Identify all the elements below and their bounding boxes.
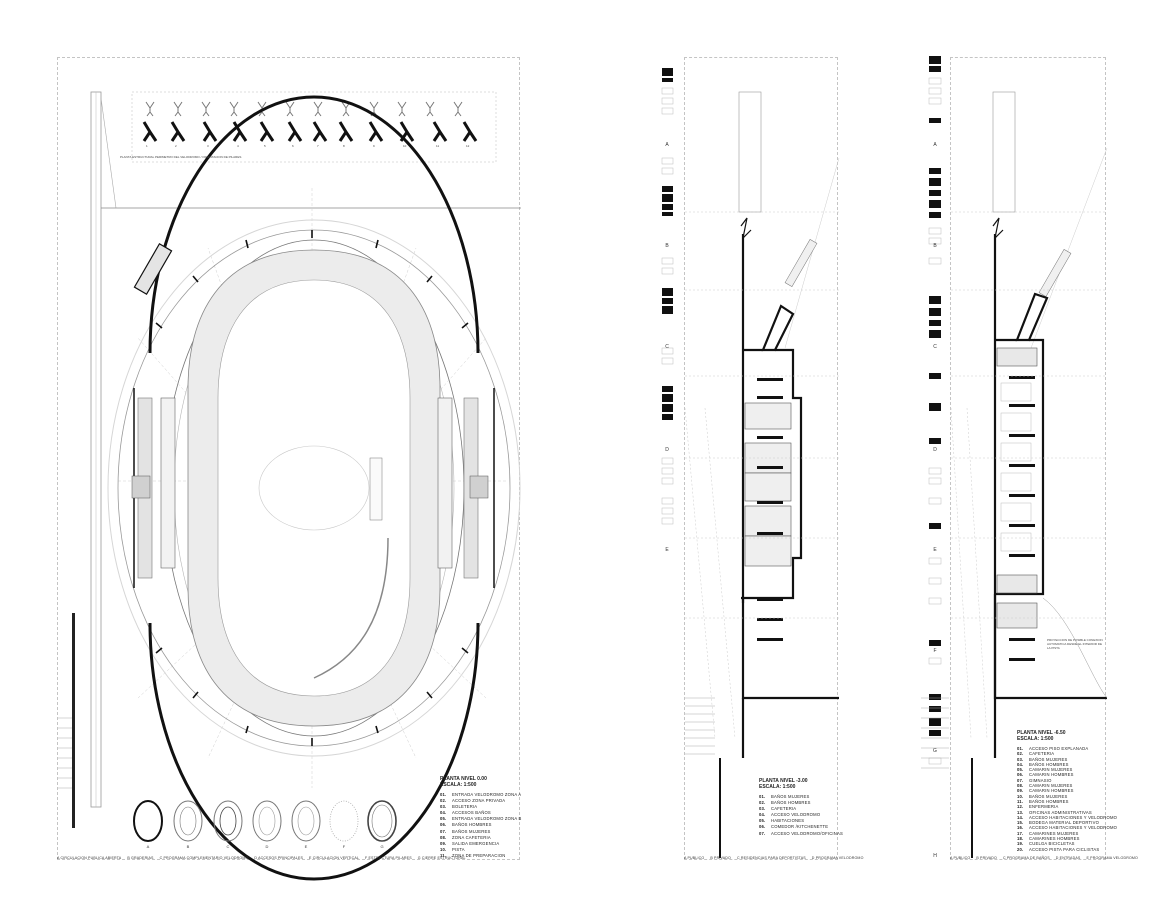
grid-axis-label: A	[665, 142, 669, 148]
silhouette-number: 10	[403, 144, 407, 148]
grid-axis-label: B	[665, 243, 669, 249]
legend-row: 18.CAMARINES HOMBRES	[1017, 836, 1080, 842]
silhouette-number: 7	[317, 144, 319, 148]
legend-row: 07.ACCESO VELODROMO/OFICINAS	[759, 830, 844, 836]
legend-row: 06.COMEDOR /KITCHENETTE	[759, 824, 829, 830]
silhouette-number: 5	[264, 144, 266, 148]
legend-row: 03.BAÑOS MUJERES	[1017, 756, 1068, 762]
silhouette-number: 1	[146, 144, 148, 148]
legend-row: 07.GIMNASIO	[1017, 777, 1052, 783]
level-0-drawing	[58, 91, 521, 881]
grid-axis-label: D	[665, 447, 669, 453]
level-minus-3-drawing	[661, 68, 840, 858]
legend-row: 10.PISTA	[440, 846, 465, 852]
grid-axis-label: H	[933, 853, 937, 859]
grid-axis-label: C	[665, 344, 669, 350]
grid-axis-label: E	[933, 547, 937, 553]
legend-row: 03.BOLETERIA	[440, 804, 478, 810]
plan-sheet-level-minus-3: A B C D E PLANTA NIVEL -3.00 ESCALA: 1:5…	[661, 57, 843, 860]
legend-row: 13.OFICINAS ADMINISTRATIVAS	[1017, 809, 1092, 815]
velodrome-plan	[107, 95, 521, 881]
legend-row: 11.BAÑOS HOMBRES	[1017, 798, 1069, 804]
legend-row: 09.CAMARIN HOMBRES	[1017, 788, 1074, 794]
silhouette-number: 12	[466, 144, 470, 148]
legend-row: 11.ZONA DE PREPARACION	[440, 852, 506, 858]
plan-scale: ESCALA: 1:500	[440, 782, 477, 788]
legend-row: 02.BAÑOS HOMBRES	[759, 800, 811, 806]
plan-scale: ESCALA: 1:500	[759, 784, 796, 790]
plan-legend: 01.BAÑOS MUJERES 02.BAÑOS HOMBRES 03.CAF…	[759, 794, 843, 837]
silhouette-caption: PLANTA ESTRUCTURAL PERIMETRO DEL VELODRO…	[120, 155, 242, 159]
legend-row: 01.ACCESO PISO EXPLANADA	[1017, 746, 1089, 751]
silhouette-number: 9	[373, 144, 375, 148]
legend-row: 20.ACCESO PISTA PARA CICLISTAS	[1017, 846, 1100, 852]
oval-label: D	[265, 844, 269, 849]
oval-label: E	[304, 844, 308, 849]
legend-row: 19.CUELGA BICICLETAS	[1017, 841, 1075, 847]
plan-legend: 01.ENTRADA VELODROMO ZONA A 02.ACCESO ZO…	[440, 792, 522, 859]
oval-label: C	[226, 844, 230, 849]
grid-axis-label: E	[665, 547, 669, 553]
legend-row: 02.ACCESO ZONA PRIVADA	[440, 798, 506, 804]
silhouette-number: 11	[436, 144, 440, 148]
program-diagram-ovals	[133, 800, 397, 842]
silhouette-number: 2	[175, 144, 177, 148]
legend-row: 07.BAÑOS MUJERES	[440, 828, 491, 834]
legend-row: 01.ENTRADA VELODROMO ZONA A	[440, 792, 522, 797]
legend-row: 08.CAMARIN MUJERES	[1017, 783, 1073, 789]
legend-row: 06.BAÑOS HOMBRES	[440, 822, 492, 828]
legend-row: 01.BAÑOS MUJERES	[759, 794, 810, 799]
legend-row: 15.BODEGA MATERIAL DEPORTIVO	[1017, 820, 1100, 826]
plan-sheet-level-minus-6-5: A B C D E F G H PROYECCION DE POSIBLE CO…	[921, 56, 1117, 860]
grid-axis-label: F	[933, 648, 937, 654]
silhouette-number: 4	[237, 144, 239, 148]
projection-note: PROYECCION DE POSIBLE CONEXION AUTOMATIC…	[1047, 638, 1103, 650]
oval-label: A	[146, 844, 150, 849]
legend-row: 14.ACCESO HABITACIONES Y VELODROMO	[1017, 814, 1118, 820]
legend-row: 04.ACCESOS BAÑOS	[440, 810, 491, 816]
grid-axis-label: A	[933, 142, 937, 148]
legend-row: 10.BAÑOS MUJERES	[1017, 793, 1068, 799]
legend-row: 02.CAFETERIA	[1017, 751, 1055, 757]
plan-title: PLANTA NIVEL -6.50	[1017, 730, 1066, 736]
legend-row: 05.HABITACIONES	[759, 818, 805, 824]
legend-row: 16.ACCESO HABITACIONES Y VELODROMO	[1017, 825, 1118, 831]
legend-row: 09.SALIDA EMERGENCIA	[440, 840, 500, 846]
legend-row: 05.ENTRADA VELODROMO ZONA B	[440, 816, 522, 822]
legend-row: 12.ENFERMERIA	[1017, 804, 1059, 810]
plan-scale: ESCALA: 1:500	[1017, 736, 1054, 742]
legend-row: 05.CAMARIN MUJERES	[1017, 767, 1073, 773]
oval-label: G	[380, 844, 384, 849]
legend-row: 17.CAMARINES MUJERES	[1017, 830, 1079, 836]
level-minus-6-5-drawing	[921, 56, 1108, 858]
plan-legend: 01.ACCESO PISO EXPLANADA 02.CAFETERIA 03…	[1017, 746, 1117, 852]
silhouette-number: 3	[207, 144, 209, 148]
legend-row: 06.CAMARIN HOMBRES	[1017, 772, 1074, 778]
grid-axis-label: D	[933, 447, 937, 453]
plan-title: PLANTA NIVEL -3.00	[759, 778, 808, 784]
column-silhouettes	[142, 101, 478, 142]
legend-row: 04.ACCESO VELODROMO	[759, 812, 821, 818]
oval-label: B	[186, 844, 190, 849]
grid-axis-label: B	[933, 243, 937, 249]
silhouette-number: 8	[343, 144, 345, 148]
legend-row: 08.ZONA CAFETERIA	[440, 834, 491, 840]
oval-label: F	[342, 844, 346, 849]
silhouette-number: 6	[292, 144, 294, 148]
plan-title: PLANTA NIVEL 0.00	[440, 776, 487, 782]
legend-row: 03.CAFETERIA	[759, 806, 797, 812]
plan-sheet-level-0: 1 2 3 4 5 6 7 8 9 10 11 12 PLANTA ESTRUC…	[57, 57, 522, 881]
legend-row: 04.BAÑOS HOMBRES	[1017, 761, 1069, 767]
grid-axis-label: C	[933, 344, 937, 350]
grid-axis-label: G	[933, 748, 937, 754]
